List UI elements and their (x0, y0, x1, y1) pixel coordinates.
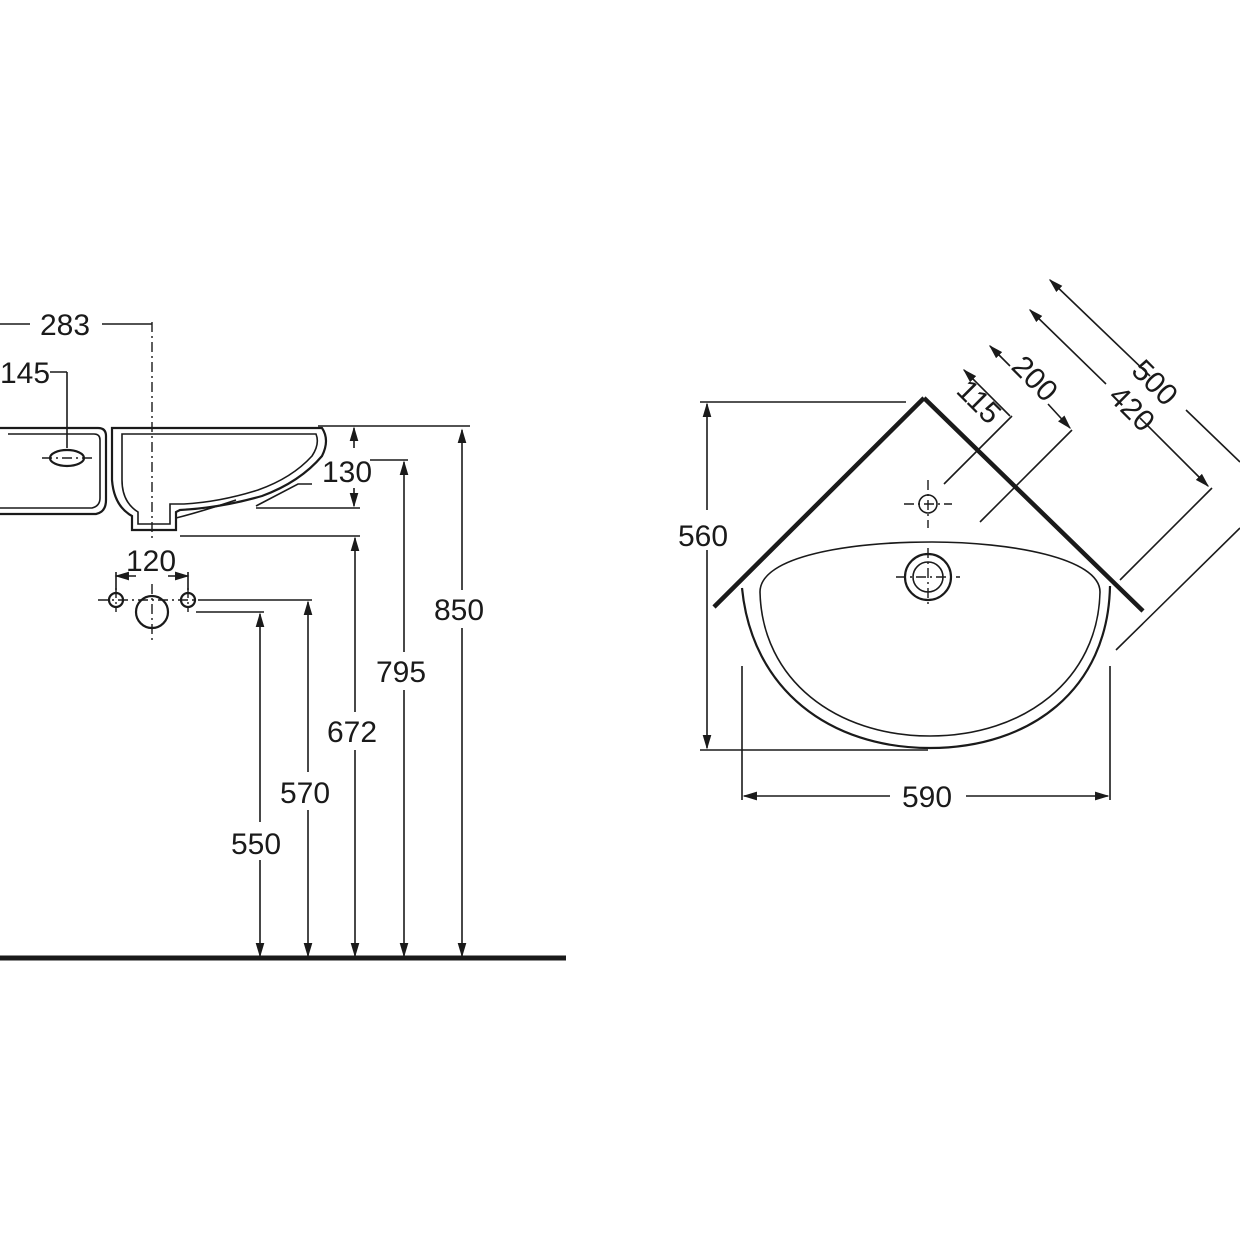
dim-500: 500 (1048, 279, 1240, 651)
dim-672-label: 672 (327, 716, 377, 749)
tap-hole-icon (904, 480, 952, 528)
dim-570-label: 570 (280, 777, 330, 810)
top-view: 560 590 500 420 200 (678, 279, 1240, 814)
dim-550-label: 550 (231, 828, 281, 861)
waste-outlet-icon (896, 548, 960, 606)
dim-570: 570 (206, 599, 330, 958)
basin-side-profile (0, 426, 328, 532)
right-supply-icon (179, 591, 197, 609)
dim-120-label: 120 (126, 545, 176, 578)
dim-120: 120 (114, 545, 190, 590)
dim-550: 550 (196, 611, 281, 958)
dim-283-label: 283 (40, 309, 90, 342)
side-view: 283 145 130 (0, 309, 566, 961)
dim-145: 145 (0, 357, 68, 448)
dim-560-label: 560 (678, 520, 728, 553)
overflow-slot (42, 448, 92, 468)
dim-283: 283 (0, 309, 152, 342)
dim-672: 672 (180, 535, 377, 958)
dim-590-label: 590 (902, 781, 952, 814)
tap-connections (98, 584, 206, 640)
left-wall-line (712, 396, 926, 609)
waste-connection-icon (134, 594, 170, 630)
basin-top-outline (740, 541, 1112, 750)
dim-795: 795 (370, 459, 426, 958)
dim-145-label: 145 (0, 357, 50, 390)
dim-850-label: 850 (434, 594, 484, 627)
dim-795-label: 795 (376, 656, 426, 689)
dim-560: 560 (678, 401, 928, 751)
dim-850: 850 (434, 428, 484, 958)
dim-590: 590 (741, 666, 1111, 814)
dim-200-label: 200 (1005, 350, 1064, 409)
dim-115-label: 115 (950, 374, 1007, 431)
left-supply-icon (107, 591, 125, 609)
right-wall-line (922, 396, 1145, 613)
dim-130-label: 130 (322, 456, 372, 489)
dim-130: 130 (256, 425, 470, 509)
